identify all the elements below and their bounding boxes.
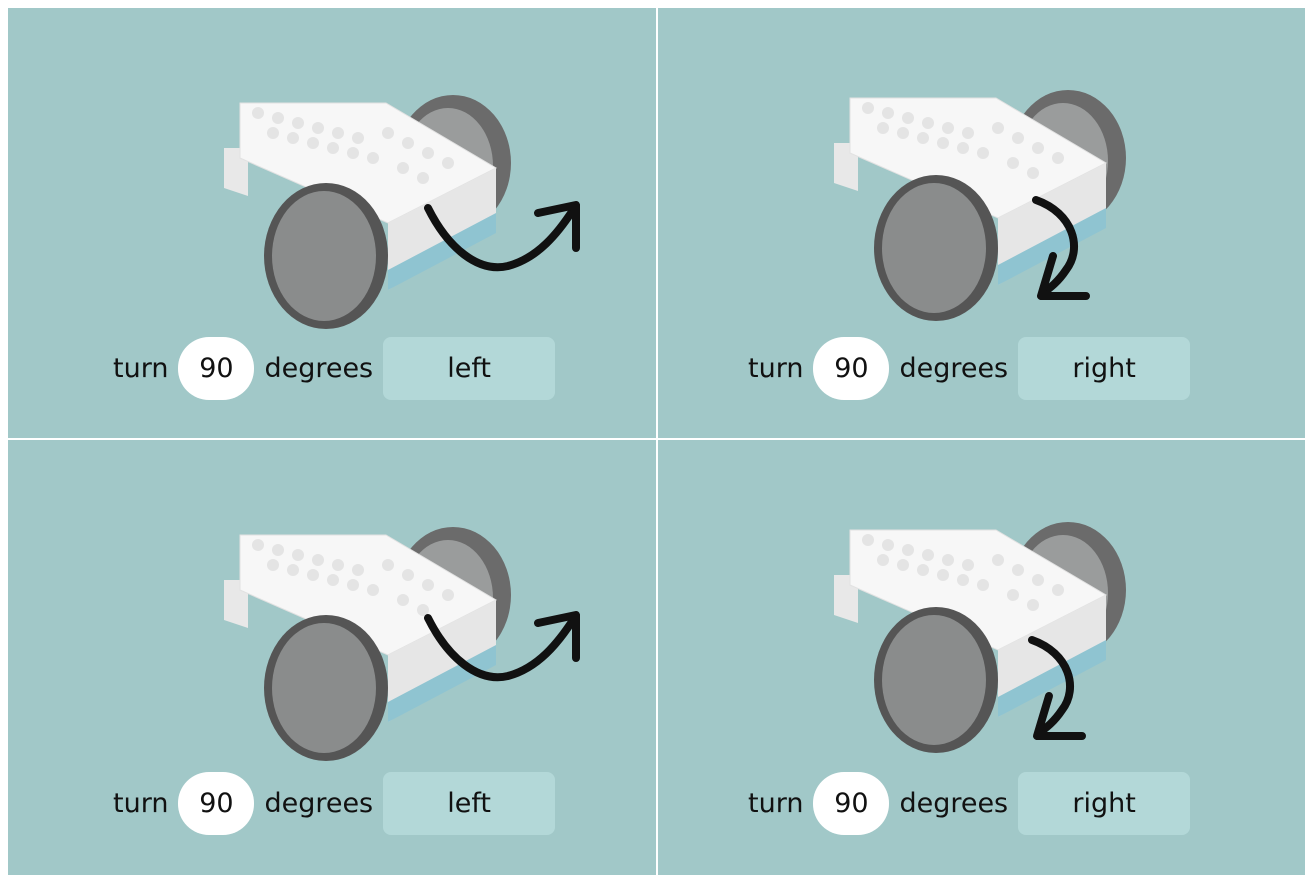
curved-arrow-up-right-icon [424, 201, 580, 272]
robot-body [224, 95, 511, 290]
direction-dropdown[interactable]: left [383, 337, 556, 400]
robot-illustration [834, 522, 1126, 753]
degree-input[interactable]: 90 [178, 337, 255, 400]
robot-illustration [224, 95, 580, 329]
curved-arrow-up-right-icon [424, 611, 580, 682]
direction-dropdown[interactable]: right [1018, 772, 1191, 835]
direction-dropdown[interactable]: right [1018, 337, 1191, 400]
robot-front-wheel [874, 607, 998, 753]
degree-input[interactable]: 90 [178, 772, 255, 835]
turn-block[interactable]: turn 90 degrees left [113, 772, 556, 835]
degree-input[interactable]: 90 [813, 772, 890, 835]
degree-input[interactable]: 90 [813, 337, 890, 400]
direction-dropdown[interactable]: left [383, 772, 556, 835]
turn-label: turn [748, 353, 804, 384]
robot-body [834, 90, 1126, 285]
turn-label: turn [113, 353, 169, 384]
panel-turn-right-top: turn 90 degrees right [658, 8, 1305, 438]
robot-body [224, 527, 511, 722]
robot-front-wheel [264, 183, 388, 329]
panel-turn-left-bottom: turn 90 degrees left [8, 440, 656, 875]
turn-block[interactable]: turn 90 degrees left [113, 337, 556, 400]
degrees-label: degrees [264, 788, 374, 819]
robot-front-wheel [874, 175, 998, 321]
degrees-label: degrees [899, 353, 1009, 384]
robot-illustration [224, 527, 580, 761]
turn-block[interactable]: turn 90 degrees right [748, 337, 1191, 400]
degrees-label: degrees [899, 788, 1009, 819]
robot-body [834, 522, 1126, 717]
panel-turn-right-bottom: turn 90 degrees right [658, 440, 1305, 875]
degrees-label: degrees [264, 353, 374, 384]
panel-turn-left-top: turn 90 degrees left [8, 8, 656, 438]
turn-block[interactable]: turn 90 degrees right [748, 772, 1191, 835]
turn-label: turn [748, 788, 804, 819]
turn-label: turn [113, 788, 169, 819]
curved-arrow-down-left-icon [1032, 196, 1090, 300]
robot-front-wheel [264, 615, 388, 761]
curved-arrow-down-left-icon [1028, 636, 1086, 740]
robot-illustration [834, 90, 1126, 321]
